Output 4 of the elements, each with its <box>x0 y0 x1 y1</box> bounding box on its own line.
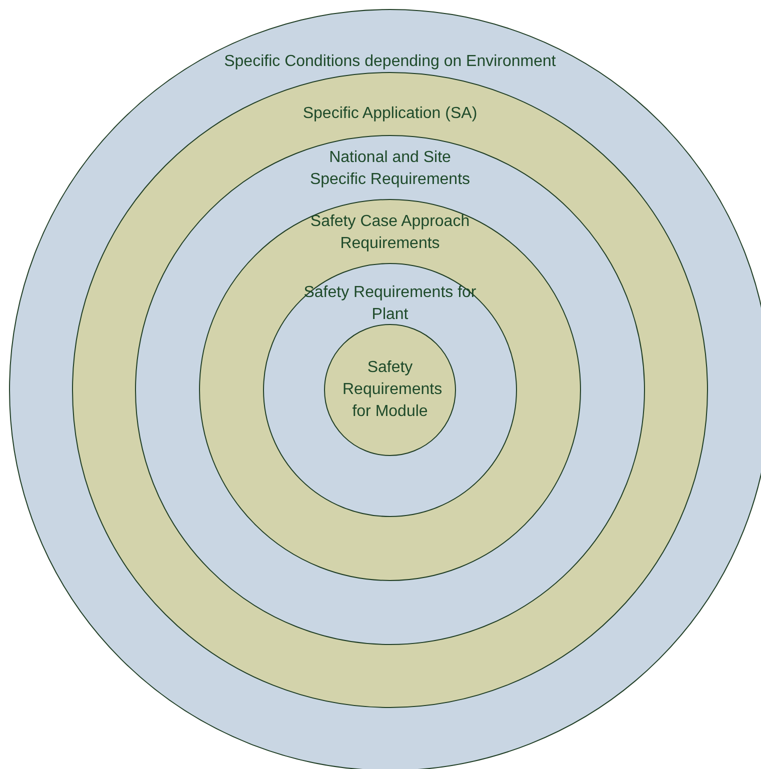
ring-label: National and Site Specific Requirements <box>308 148 472 190</box>
ring-label: Specific Application (SA) <box>302 104 478 124</box>
ring-label: Specific Conditions depending on Environment <box>223 52 557 72</box>
ring-label: Safety Case Approach Requirements <box>309 212 471 254</box>
